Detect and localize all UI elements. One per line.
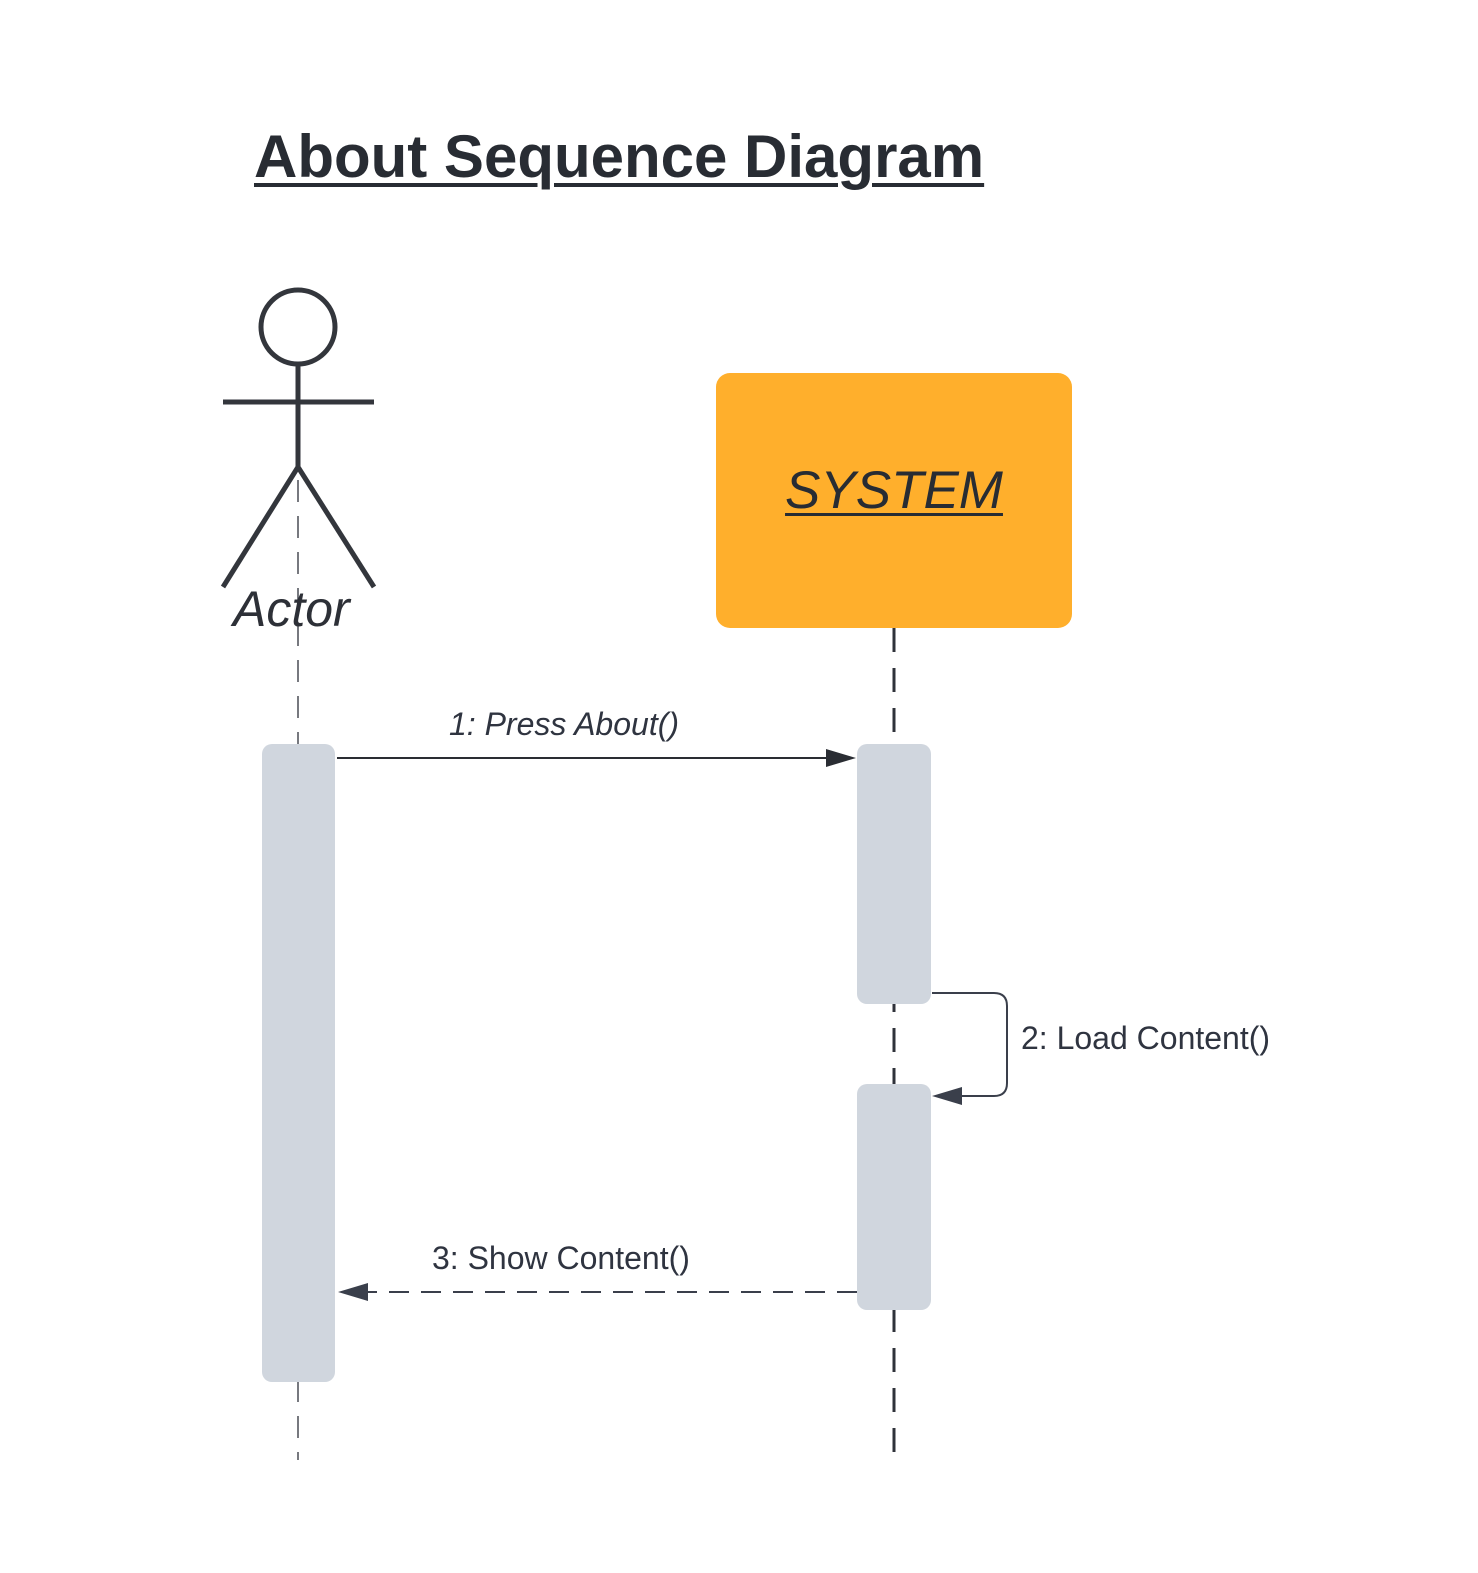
message-1-label: 1: Press About() xyxy=(449,706,680,742)
system-object-box: SYSTEM xyxy=(716,373,1072,628)
system-label: SYSTEM xyxy=(785,461,1003,520)
message-2-label: 2: Load Content() xyxy=(1021,1020,1271,1056)
actor-stick-figure-icon xyxy=(220,287,377,589)
system-activation-bar-1 xyxy=(857,744,931,1004)
actor-label: Actor xyxy=(233,581,350,637)
actor-activation-bar xyxy=(262,744,335,1382)
system-activation-bar-2 xyxy=(857,1084,931,1310)
message-3-label: 3: Show Content() xyxy=(432,1240,690,1276)
page-title: About Sequence Diagram xyxy=(254,123,985,190)
